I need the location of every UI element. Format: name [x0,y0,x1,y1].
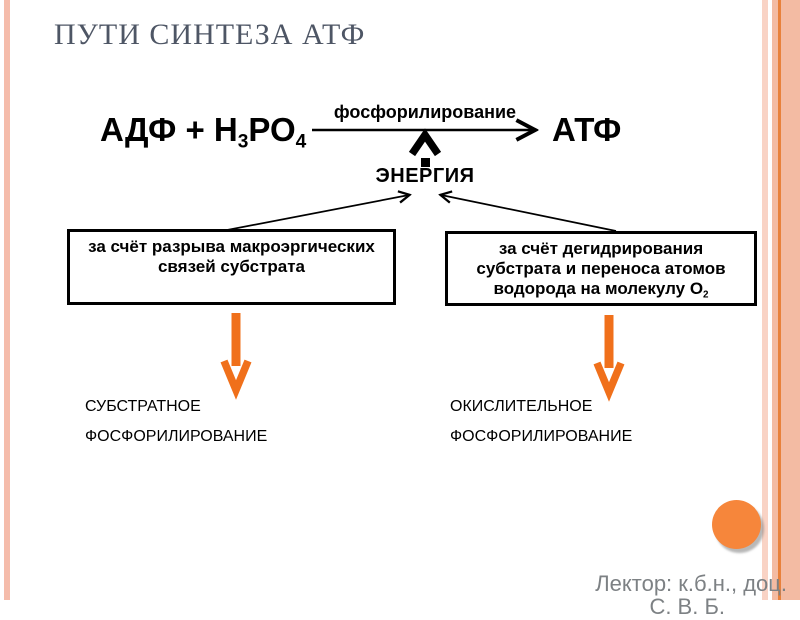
slide-title: ПУТИ СИНТЕЗА АТФ [54,18,366,51]
subscript-3: 3 [237,131,249,153]
right-accent-stripe-thin [762,0,768,600]
substrate-phosphorylation-label-line1: СУБСТРАТНОЕ [85,398,201,415]
right-accent-stripe-line [778,0,781,600]
substrate-bond-box-line1: за счёт разрыва макроэргических [88,237,375,256]
dehydrogenation-box-line3: водорода на молекулу О2 [493,279,709,301]
subscript-o2: 2 [703,289,709,301]
energy-source-arrow-left [221,195,409,232]
energy-up-arrow-head [408,128,442,157]
lecturer-caption: Лектор: к.б.н., доц. [595,571,787,596]
substrate-bond-box: за счёт разрыва макроэргических связей с… [67,229,396,305]
down-arrow-right [593,315,625,402]
product-formula: АТФ [552,111,622,148]
decorative-circle [712,500,761,549]
down-arrow-left [220,313,252,400]
oxidative-phosphorylation-label-line2: ФОСФОРИЛИРОВАНИЕ [450,428,633,445]
slide: { "title": "ПУТИ СИНТЕЗА АТФ", "reaction… [4,0,800,619]
left-accent-bar [4,0,10,600]
subscript-4: 4 [295,131,307,153]
dehydrogenation-box-line2: субстрата и переноса атомов [476,259,726,278]
lecturer-caption-line2-clipped: С. В. Б. [649,594,725,619]
substrate-phosphorylation-label-line2: ФОСФОРИЛИРОВАНИЕ [85,428,268,445]
oxidative-phosphorylation-label-line1: ОКИСЛИТЕЛЬНОЕ [450,398,593,415]
right-accent-stripe-band [772,0,800,600]
dehydrogenation-box: за счёт дегидрирования субстрата и перен… [445,231,757,306]
energy-source-arrow-right [441,195,617,232]
phosphorylation-label: фосфорилирование [333,102,517,122]
substrate-bond-box-line2: связей субстрата [157,257,306,276]
reactant-formula: АДФ + Н3РО4 [100,111,307,153]
dehydrogenation-box-line1: за счёт дегидрирования [498,239,704,258]
energy-label: ЭНЕРГИЯ [375,165,475,187]
